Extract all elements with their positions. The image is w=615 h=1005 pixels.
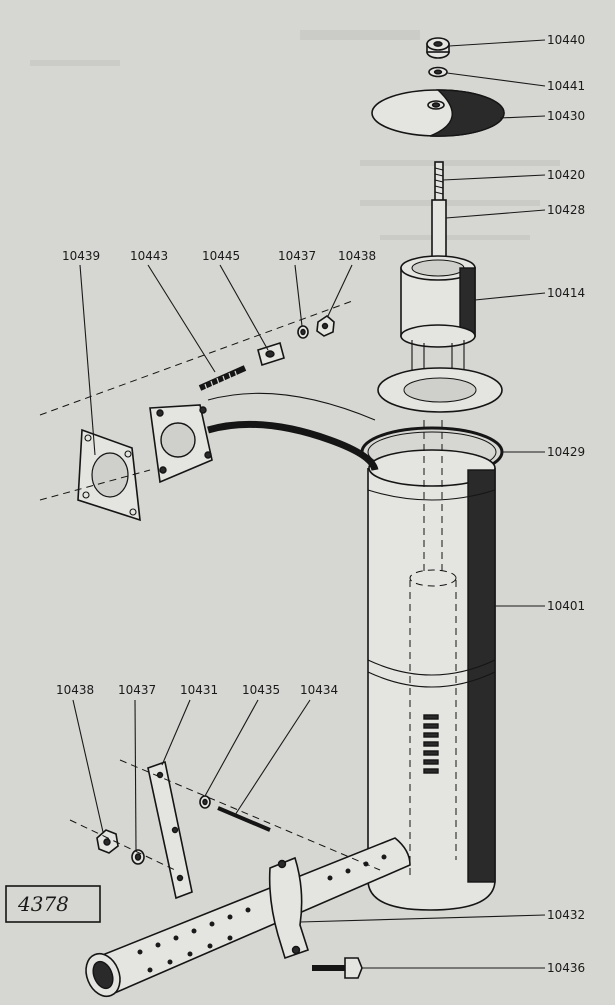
label-10435: 10435 bbox=[242, 683, 280, 697]
nut-10438-lower bbox=[96, 829, 119, 854]
perforations bbox=[423, 714, 439, 774]
label-10443: 10443 bbox=[130, 249, 168, 263]
washer-10441 bbox=[428, 66, 448, 78]
pipe-clamp bbox=[268, 856, 309, 960]
label-10437-upper: 10437 bbox=[278, 249, 316, 263]
label-10438-lower: 10438 bbox=[56, 683, 94, 697]
screw-10434 bbox=[217, 806, 271, 832]
flange-plate bbox=[377, 367, 503, 413]
spacer-10445 bbox=[257, 341, 285, 367]
label-10441: 10441 bbox=[547, 79, 585, 93]
label-10437-lower: 10437 bbox=[118, 683, 156, 697]
bolt-10443 bbox=[198, 365, 247, 391]
nut-10440 bbox=[426, 37, 450, 59]
burner-body-10401 bbox=[367, 420, 496, 911]
drawing-reference-box: 4378 bbox=[5, 885, 101, 923]
label-10420: 10420 bbox=[547, 168, 585, 182]
label-10429: 10429 bbox=[547, 445, 585, 459]
label-10445: 10445 bbox=[202, 249, 240, 263]
label-10440: 10440 bbox=[547, 33, 585, 47]
background-texture bbox=[30, 30, 560, 240]
label-10401: 10401 bbox=[547, 599, 585, 613]
nut-10438-upper bbox=[316, 314, 335, 337]
part-labels: 10440 10441 10430 10420 10428 10414 1042… bbox=[56, 33, 585, 975]
flange-block bbox=[149, 404, 213, 484]
washer-10437-lower bbox=[131, 849, 145, 865]
bracket-10431 bbox=[147, 760, 193, 900]
label-10434: 10434 bbox=[300, 683, 338, 697]
washer-10437-upper bbox=[297, 325, 309, 339]
cover-plate-10430 bbox=[371, 89, 505, 137]
burner-head-10414 bbox=[400, 255, 476, 400]
label-10436: 10436 bbox=[547, 961, 585, 975]
gasket-10439 bbox=[77, 428, 141, 522]
label-10430: 10430 bbox=[547, 109, 585, 123]
label-10431: 10431 bbox=[180, 683, 218, 697]
bolt-10436 bbox=[312, 957, 363, 979]
threaded-rod-10428 bbox=[431, 161, 447, 263]
leader-lines bbox=[72, 39, 546, 969]
label-10432: 10432 bbox=[547, 908, 585, 922]
centerline-nut bbox=[69, 819, 176, 871]
label-10414: 10414 bbox=[547, 286, 585, 300]
label-10438-upper: 10438 bbox=[338, 249, 376, 263]
label-10428: 10428 bbox=[547, 203, 585, 217]
bottom-tube-10432 bbox=[85, 837, 411, 998]
inlet-pipe bbox=[207, 392, 379, 472]
drawing-reference: 4378 bbox=[17, 892, 69, 916]
label-10439: 10439 bbox=[62, 249, 100, 263]
centerline-upper bbox=[39, 299, 356, 416]
tube-perforations bbox=[137, 854, 387, 973]
